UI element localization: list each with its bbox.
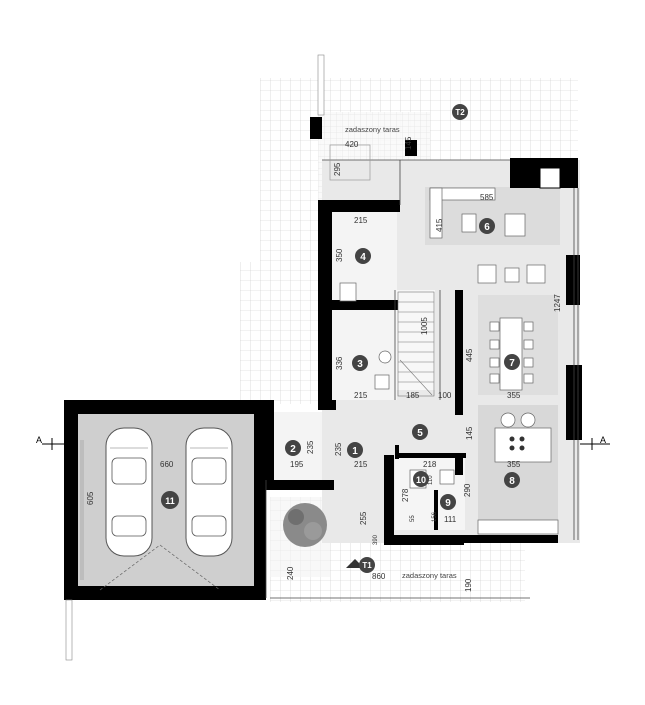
terrace-bottom-label: zadaszony taras	[402, 571, 457, 580]
car-left	[105, 427, 153, 557]
room-3-number: 3	[357, 359, 363, 370]
dim-111: 111	[444, 515, 457, 524]
dimensions: 420 145 295 585 215 415 350 1247 1005 33…	[86, 136, 562, 592]
room-10-marker	[413, 471, 429, 487]
dim-145-mid: 145	[465, 426, 474, 440]
room-8-number: 8	[509, 476, 515, 487]
dim-145-top: 145	[404, 136, 413, 150]
room-1-number: 1	[352, 446, 358, 457]
dim-215-mid: 215	[354, 391, 368, 400]
dim-415: 415	[435, 218, 444, 232]
dim-420: 420	[345, 140, 359, 149]
dim-100: 100	[438, 391, 452, 400]
room-8-marker	[504, 472, 520, 488]
dim-278: 278	[401, 488, 410, 502]
room-11-marker	[161, 491, 179, 509]
dim-290: 290	[463, 483, 472, 497]
dim-235-right: 235	[334, 442, 343, 456]
dim-355-top: 355	[507, 391, 521, 400]
dim-195: 195	[290, 460, 304, 469]
room-6-number: 6	[484, 222, 490, 233]
dim-605: 605	[86, 491, 95, 505]
dim-55: 55	[410, 515, 416, 522]
dim-336: 336	[335, 356, 344, 370]
room-4-marker	[355, 248, 371, 264]
room-2-number: 2	[290, 444, 296, 455]
room-10-number: 10	[416, 475, 426, 485]
room-5-marker	[412, 424, 428, 440]
terrace-bottom-marker	[359, 557, 375, 573]
dim-1247: 1247	[553, 294, 562, 312]
dim-660: 660	[160, 460, 174, 469]
furniture	[329, 144, 559, 535]
walls	[262, 117, 582, 545]
dim-215-bottom: 215	[354, 460, 368, 469]
dim-1005: 1005	[420, 317, 429, 335]
dim-860: 860	[372, 572, 386, 581]
dim-390: 390	[373, 534, 379, 545]
dim-295: 295	[333, 162, 342, 176]
dim-585: 585	[480, 193, 494, 202]
room-1-marker	[347, 442, 363, 458]
dim-185: 185	[406, 391, 420, 400]
room-9-number: 9	[445, 498, 451, 509]
terrace-bottom-tag: T1	[362, 561, 372, 570]
dim-190: 190	[464, 578, 473, 592]
dim-235-left: 235	[306, 440, 315, 454]
room-9-marker	[440, 494, 456, 510]
room-5-number: 5	[417, 428, 423, 439]
dim-255: 255	[359, 511, 368, 525]
cooktop	[509, 436, 525, 451]
dim-350: 350	[335, 248, 344, 262]
dim-110: 110	[428, 475, 434, 485]
room-markers: T2 T1 1 2 3 4 5 6 7 8 9 10 11	[161, 104, 520, 573]
terrace-top-label: zadaszony taras	[345, 125, 400, 134]
section-mark-left: A	[36, 435, 42, 445]
dim-156: 156	[432, 511, 438, 522]
room-4-number: 4	[360, 252, 366, 263]
staircase	[397, 291, 435, 397]
dim-215-top: 215	[354, 216, 368, 225]
room-11-number: 11	[165, 496, 175, 506]
terrace-top-tag: T2	[455, 108, 465, 117]
room-6-marker	[479, 218, 495, 234]
section-line-a	[42, 438, 610, 450]
car-right	[185, 427, 233, 557]
room-7-number: 7	[509, 358, 515, 369]
section-mark-right: A	[600, 435, 606, 445]
room-2-marker	[285, 440, 301, 456]
garden-edge	[65, 599, 73, 661]
dim-445: 445	[465, 348, 474, 362]
wall-outlines	[265, 159, 579, 599]
room-7-marker	[504, 354, 520, 370]
dim-355-bottom: 355	[507, 460, 521, 469]
shrub	[283, 503, 327, 547]
terrace-top-marker	[452, 104, 468, 120]
dim-240: 240	[286, 566, 295, 580]
dim-218: 218	[423, 460, 437, 469]
room-3-marker	[352, 355, 368, 371]
